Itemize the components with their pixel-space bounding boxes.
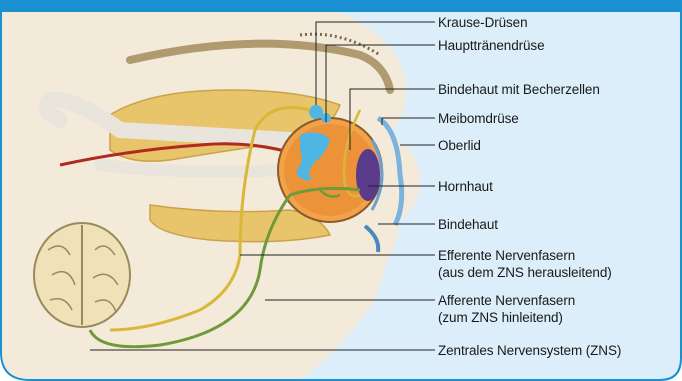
iris [356,149,380,201]
muscle-lower [100,165,280,172]
label-oberlid: Oberlid [438,137,481,154]
brain [34,223,130,327]
label-afferente-sub: (zum ZNS hinleitend) [438,309,563,326]
top-band [0,0,682,12]
label-hornhaut: Hornhaut [438,178,493,195]
label-efferente-sub: (aus dem ZNS herausleitend) [438,264,612,281]
label-krause-druesen: Krause-Drüsen [438,14,528,31]
label-efferente-nervenfasern: Efferente Nervenfasern [438,247,575,264]
label-afferente-nervenfasern: Afferente Nervenfasern [438,292,575,309]
label-haupttraenendruese: Haupttränendrüse [438,37,544,54]
label-zns: Zentrales Nervensystem (ZNS) [438,342,621,359]
label-bindehaut-becherzellen: Bindehaut mit Becherzellen [438,81,600,98]
krause-gland [309,105,323,119]
label-bindehaut: Bindehaut [438,216,498,233]
label-meibomdruese: Meibomdrüse [438,110,519,127]
